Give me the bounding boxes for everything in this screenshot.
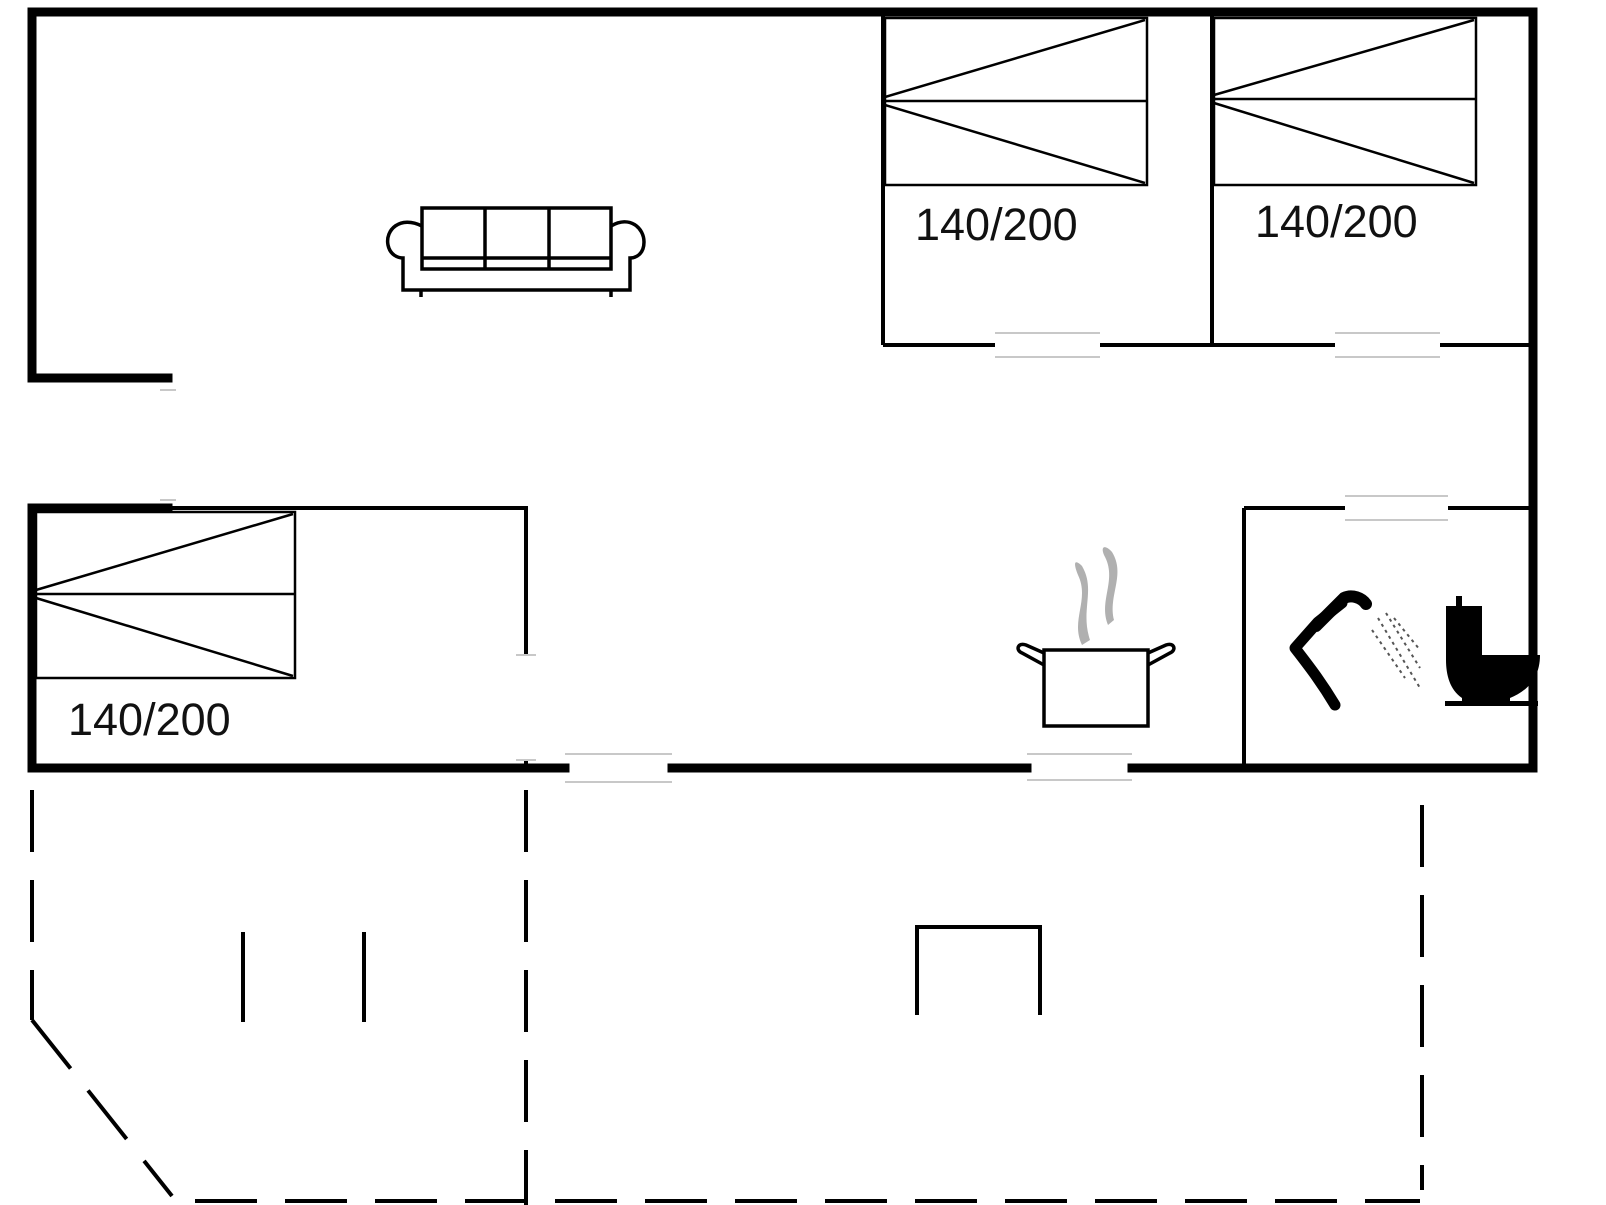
bed-size-label: 140/200 <box>68 694 231 745</box>
bed-size-label: 140/200 <box>915 199 1078 250</box>
bed-3: 140/200 <box>34 510 297 745</box>
shower-icon <box>1289 590 1421 711</box>
cooking-pot-icon <box>1016 547 1176 728</box>
doors <box>160 332 1448 783</box>
interior-walls <box>168 14 1533 768</box>
sofa-icon <box>385 206 646 297</box>
terrace-outline <box>30 790 1424 1205</box>
bed-2: 140/200 <box>1212 16 1478 247</box>
bed-1: 140/200 <box>883 16 1149 250</box>
bed-size-label: 140/200 <box>1255 196 1418 247</box>
toilet-icon <box>1445 596 1540 706</box>
outer-walls <box>27 7 1538 773</box>
